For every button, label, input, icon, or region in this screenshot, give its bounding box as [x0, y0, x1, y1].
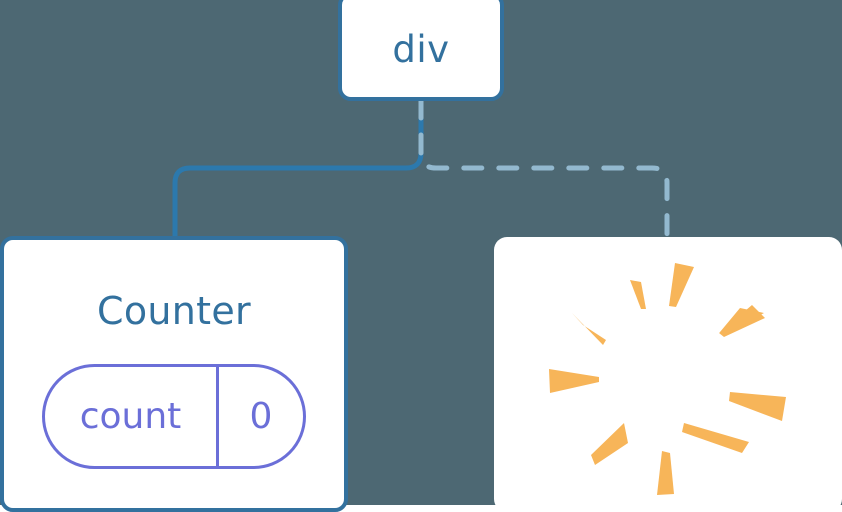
- sparkle-ray-se: [682, 423, 749, 453]
- state-key: count: [79, 395, 182, 437]
- sparkle-ray-nw: [572, 313, 606, 345]
- sparkle-ray-sw: [591, 423, 628, 465]
- state-pill[interactable]: count 0: [42, 364, 306, 469]
- node-counter[interactable]: Counter count 0: [0, 236, 348, 512]
- sparkle-ray-nnw: [630, 280, 646, 309]
- node-highlight[interactable]: [494, 237, 842, 512]
- state-value: 0: [249, 395, 273, 437]
- edge-div-to-counter: [172, 97, 424, 241]
- sparkle-ray-w: [549, 369, 599, 393]
- node-counter-title: Counter: [97, 289, 251, 333]
- node-div[interactable]: div: [338, 0, 504, 101]
- node-div-label: div: [392, 28, 450, 71]
- state-pill-divider: [216, 367, 219, 466]
- sparkle-ray-e: [729, 392, 786, 421]
- sparkle-ray-ene: [720, 308, 764, 336]
- sparkle-burst-icon: [549, 263, 786, 495]
- edge-div-to-highlight: [418, 97, 670, 241]
- sparkle-ray-n: [669, 263, 694, 307]
- sparkle-ray-s: [657, 451, 674, 495]
